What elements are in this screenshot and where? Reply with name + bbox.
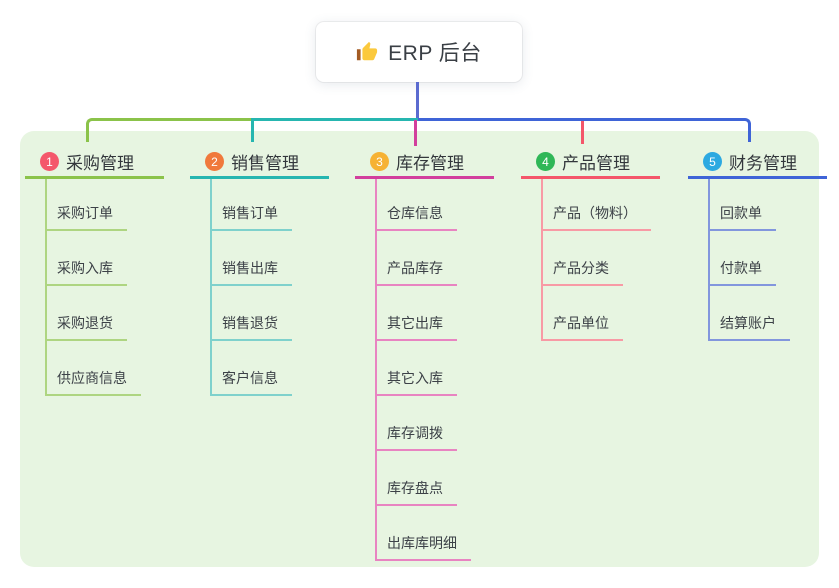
child-node[interactable]: 库存盘点 bbox=[375, 476, 457, 506]
child-node[interactable]: 销售退货 bbox=[210, 311, 292, 341]
branch-title-3[interactable]: 3 库存管理 bbox=[355, 147, 494, 179]
child-node[interactable]: 产品库存 bbox=[375, 256, 457, 286]
branch-number-badge: 2 bbox=[205, 152, 224, 171]
connector-branch-3-drop bbox=[414, 120, 417, 146]
branch-4: 4 产品管理产品（物料） 产品分类产品单位 bbox=[521, 147, 696, 341]
child-node[interactable]: 采购退货 bbox=[45, 311, 127, 341]
branch-5: 5 财务管理回款单付款单结算账户 bbox=[688, 147, 839, 341]
branch-children-connector-line bbox=[708, 179, 710, 341]
root-title: ERP 后台 bbox=[388, 42, 482, 65]
branch-title-5[interactable]: 5 财务管理 bbox=[688, 147, 827, 179]
child-node[interactable]: 供应商信息 bbox=[45, 366, 141, 396]
child-node[interactable]: 仓库信息 bbox=[375, 201, 457, 231]
branches-panel-background bbox=[20, 131, 819, 567]
branch-number-badge: 3 bbox=[370, 152, 389, 171]
child-node[interactable]: 销售订单 bbox=[210, 201, 292, 231]
branch-children-connector-line bbox=[210, 179, 212, 396]
child-node[interactable]: 客户信息 bbox=[210, 366, 292, 396]
child-node[interactable]: 采购入库 bbox=[45, 256, 127, 286]
root-node[interactable]: ERP 后台 bbox=[316, 22, 522, 82]
branch-children-connector-line bbox=[45, 179, 47, 396]
branch-title-1[interactable]: 1 采购管理 bbox=[25, 147, 164, 179]
branch-children-connector-line bbox=[375, 179, 377, 561]
branch-title-4[interactable]: 4 产品管理 bbox=[521, 147, 660, 179]
connector-branch-4-drop bbox=[581, 121, 584, 144]
child-node[interactable]: 出库库明细 bbox=[375, 531, 471, 561]
branch-title-label: 采购管理 bbox=[66, 154, 134, 173]
connector-branch-5-elbow bbox=[418, 118, 751, 142]
connector-root-stub bbox=[416, 82, 419, 119]
connector-branch-1-elbow bbox=[86, 118, 252, 142]
child-node[interactable]: 采购订单 bbox=[45, 201, 127, 231]
child-node[interactable]: 其它出库 bbox=[375, 311, 457, 341]
branch-number-badge: 5 bbox=[703, 152, 722, 171]
branch-title-label: 销售管理 bbox=[231, 154, 299, 173]
branch-2: 2 销售管理销售订单销售出库销售退货客户信息 bbox=[190, 147, 365, 396]
child-node[interactable]: 其它入库 bbox=[375, 366, 457, 396]
child-node[interactable]: 回款单 bbox=[708, 201, 776, 231]
branch-3: 3 库存管理仓库信息产品库存其它出库其它入库库存调拨库存盘点出库库明细 bbox=[355, 147, 530, 561]
branch-title-label: 库存管理 bbox=[396, 154, 464, 173]
child-node[interactable]: 产品分类 bbox=[541, 256, 623, 286]
child-node[interactable]: 产品（物料） bbox=[541, 201, 651, 231]
branch-number-badge: 4 bbox=[536, 152, 555, 171]
thumbs-up-icon bbox=[357, 41, 378, 61]
branch-title-label: 产品管理 bbox=[562, 154, 630, 173]
child-node[interactable]: 付款单 bbox=[708, 256, 776, 286]
connector-branch-2-horizontal bbox=[252, 118, 418, 121]
branch-title-label: 财务管理 bbox=[729, 154, 797, 173]
branch-children-connector-line bbox=[541, 179, 543, 341]
branch-title-2[interactable]: 2 销售管理 bbox=[190, 147, 329, 179]
branch-number-badge: 1 bbox=[40, 152, 59, 171]
child-node[interactable]: 库存调拨 bbox=[375, 421, 457, 451]
child-node[interactable]: 销售出库 bbox=[210, 256, 292, 286]
connector-branch-2-drop bbox=[251, 118, 254, 142]
branch-1: 1 采购管理采购订单采购入库采购退货供应商信息 bbox=[25, 147, 200, 396]
child-node[interactable]: 结算账户 bbox=[708, 311, 790, 341]
child-node[interactable]: 产品单位 bbox=[541, 311, 623, 341]
